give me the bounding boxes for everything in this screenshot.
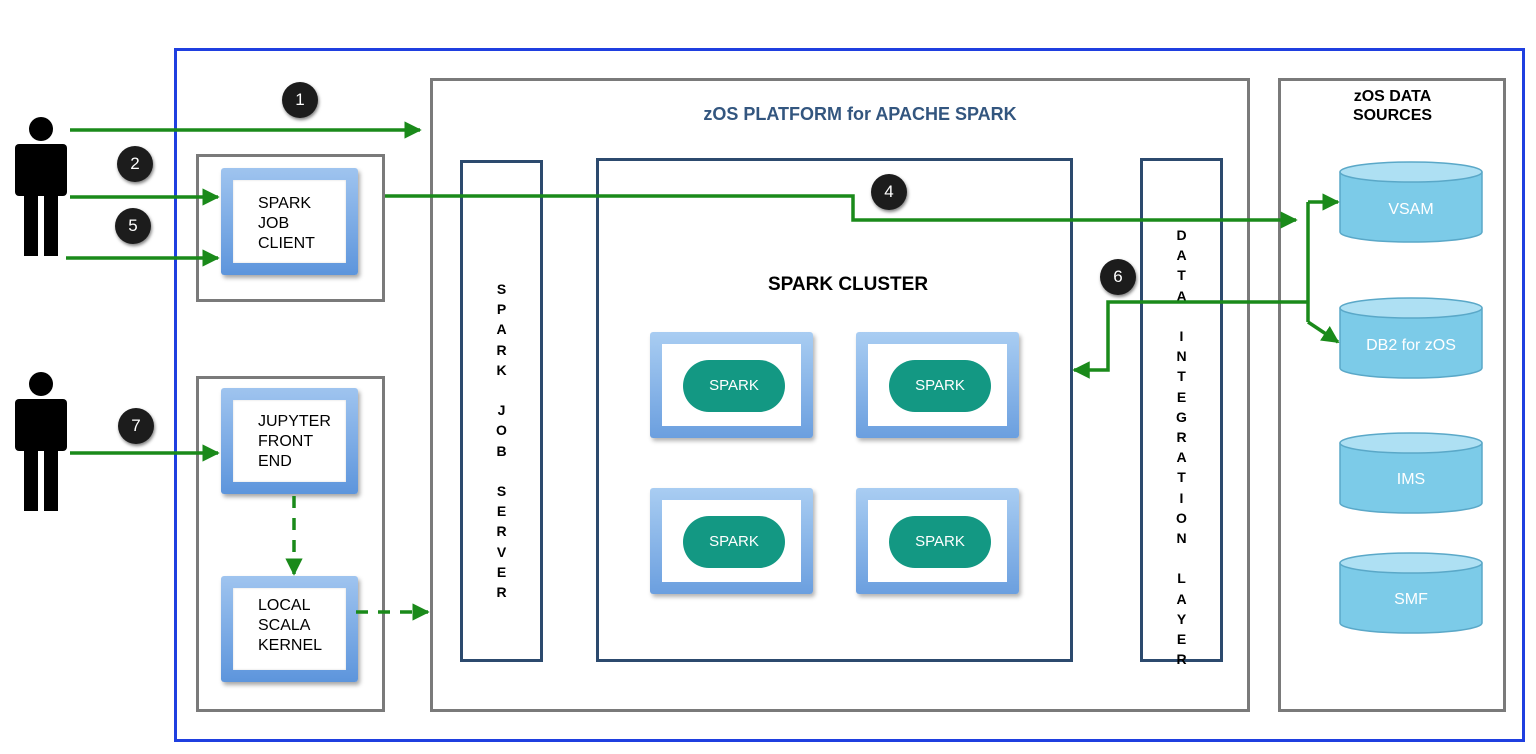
step-badge-5: 5 — [115, 208, 151, 244]
spark-node-2[interactable]: SPARK — [856, 332, 1019, 438]
spark-node-2-label: SPARK — [889, 360, 991, 412]
cluster-title: SPARK CLUSTER — [767, 274, 929, 295]
spark-node-3[interactable]: SPARK — [650, 488, 813, 594]
jupyter-front-end-panel: JUPYTER FRONT END — [233, 400, 346, 482]
integration-layer-label: D A T A I N T E G R A T I O N L A Y E R — [1176, 227, 1187, 668]
job-server-label: S P A R K J O B S E R V E R — [496, 281, 507, 601]
jupyter-front-end-label: JUPYTER FRONT END — [258, 413, 331, 470]
spark-node-2-panel: SPARK — [868, 344, 1007, 426]
db2-cylinder[interactable] — [1339, 297, 1483, 379]
spark-cluster-box — [596, 158, 1073, 662]
spark-node-1-panel: SPARK — [662, 344, 801, 426]
zos-platform-box — [430, 78, 1250, 712]
spark-job-client-label: SPARK JOB CLIENT — [258, 195, 315, 252]
local-scala-kernel-label: LOCAL SCALA KERNEL — [258, 597, 323, 654]
step-badge-6: 6 — [1100, 259, 1136, 295]
person-icon — [15, 117, 67, 256]
spark-node-4[interactable]: SPARK — [856, 488, 1019, 594]
step-badge-2: 2 — [117, 146, 153, 182]
arrow-step-4 — [385, 194, 1298, 229]
spark-node-1-label: SPARK — [683, 360, 785, 412]
data-sources-title-line2: SOURCES — [1352, 107, 1433, 124]
spark-node-3-label: SPARK — [683, 516, 785, 568]
spark-client-group — [196, 154, 385, 302]
db2-label: DB2 for zOS — [1366, 337, 1456, 354]
smf-label: SMF — [1394, 591, 1428, 608]
spark-job-client-panel: SPARK JOB CLIENT — [233, 180, 346, 263]
ims-label: IMS — [1396, 471, 1426, 488]
spark-job-server: S P A R K J O B S E R V E R — [460, 160, 543, 662]
platform-title: zOS PLATFORM for APACHE SPARK — [703, 104, 1017, 124]
data-sources-box — [1278, 78, 1506, 712]
spark-node-3-panel: SPARK — [662, 500, 801, 582]
vsam-label: VSAM — [1388, 201, 1434, 218]
local-scala-kernel[interactable]: LOCAL SCALA KERNEL — [221, 576, 358, 682]
ims-cylinder[interactable] — [1339, 432, 1483, 514]
step-badge-1: 1 — [282, 82, 318, 118]
data-sources-title-line1: zOS DATA — [1353, 88, 1432, 105]
local-scala-kernel-panel: LOCAL SCALA KERNEL — [233, 588, 346, 670]
spark-node-4-panel: SPARK — [868, 500, 1007, 582]
spark-job-client[interactable]: SPARK JOB CLIENT — [221, 168, 358, 275]
data-integration-layer: D A T A I N T E G R A T I O N L A Y E R — [1140, 158, 1223, 667]
system-boundary — [174, 48, 1525, 742]
jupyter-front-end[interactable]: JUPYTER FRONT END — [221, 388, 358, 494]
vsam-cylinder[interactable] — [1339, 161, 1483, 243]
smf-cylinder[interactable] — [1339, 552, 1483, 634]
spark-node-1[interactable]: SPARK — [650, 332, 813, 438]
step-badge-4: 4 — [871, 174, 907, 210]
step-badge-7: 7 — [118, 408, 154, 444]
arrow-to-db2 — [1307, 320, 1340, 344]
jupyter-group — [196, 376, 385, 712]
person-icon — [15, 372, 67, 511]
arrow-step-6 — [1072, 300, 1308, 379]
spark-node-4-label: SPARK — [889, 516, 991, 568]
data-sources-title: zOS DATA SOURCES — [1300, 87, 1485, 125]
